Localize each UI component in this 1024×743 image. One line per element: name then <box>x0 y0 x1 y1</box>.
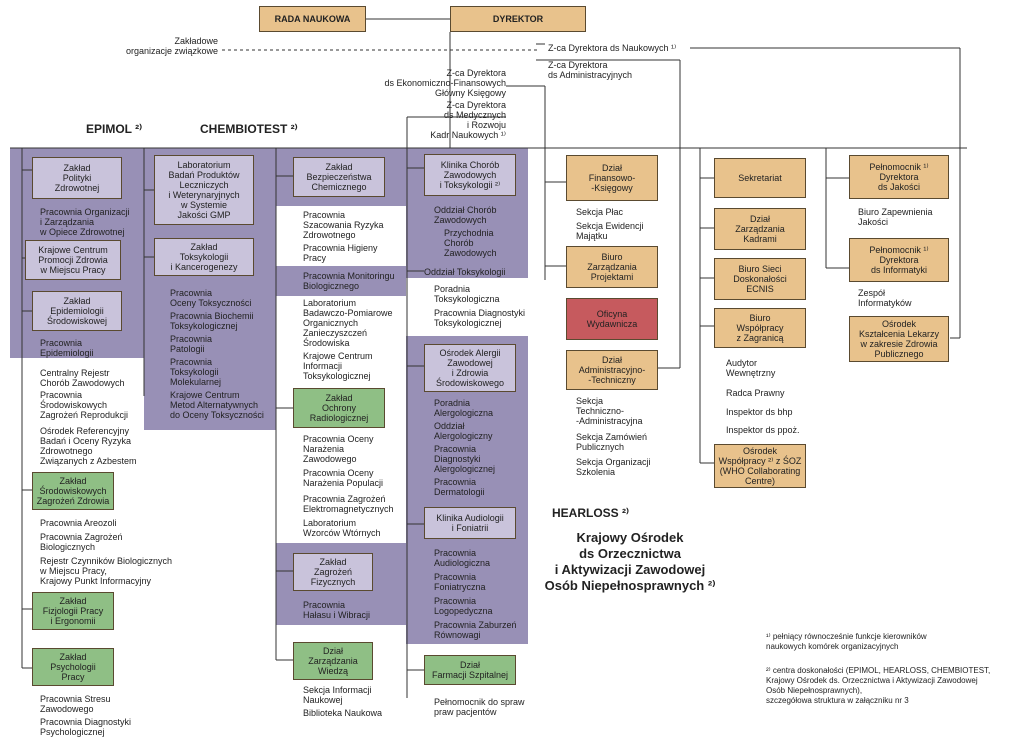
krajowe-centrum-promocji: Krajowe Centrum Promocji Zdrowia w Miejs… <box>25 240 121 280</box>
col4-t9: Pracownia Dermatologii <box>434 477 485 497</box>
col4-t14: Pełnomocnik do spraw praw pacjentów <box>434 697 525 717</box>
osrodek-wspolpracy-who: Ośrodek Współpracy ²⁾ z ŚOZ (WHO Collabo… <box>714 444 806 488</box>
chembiotest-header: CHEMBIOTEST ²⁾ <box>200 122 298 136</box>
zaklad-polityki: Zakład Polityki Zdrowotnej <box>32 157 122 199</box>
epimol-header: EPIMOL ²⁾ <box>86 122 143 136</box>
zaklad-toksykologii: Zakład Toksykologii i Kancerogenezy <box>154 238 254 276</box>
col7-t2: Zespół Informatyków <box>858 288 912 308</box>
dzial-administracyjno-techniczny: Dział Administracyjno- -Techniczny <box>566 350 658 390</box>
col3-t11: Sekcja Informacji Naukowej <box>303 685 372 705</box>
rada-naukowa-box: RADA NAUKOWA <box>259 6 366 32</box>
deputy-med: Z-ca Dyrektora ds Medycznych i Rozwoju K… <box>430 100 506 140</box>
oficyna-wydawnicza: Oficyna Wydawnicza <box>566 298 658 340</box>
col1-t6: Pracownia Areozoli <box>40 518 117 528</box>
col2-t2: Pracownia Biochemii Toksykologicznej <box>170 311 254 331</box>
col6-t3: Inspektor ds bhp <box>726 407 793 417</box>
col3-t12: Biblioteka Naukowa <box>303 708 383 718</box>
col4-t8: Pracownia Diagnostyki Alergologicznej <box>434 444 496 474</box>
col4-t12: Pracownia Logopedyczna <box>434 596 493 616</box>
klinika-chorob-zawodowych: Klinika Chorób Zawodowych i Toksykologii… <box>424 154 516 196</box>
col4-t2: Przychodnia Chorób Zawodowych <box>444 228 497 258</box>
col4-t4: Poradnia Toksykologiczna <box>434 284 500 304</box>
col1-t9: Pracownia Stresu Zawodowego <box>40 694 111 714</box>
biuro-sieci-ecnis: Biuro Sieci Doskonałości ECNIS <box>714 258 806 300</box>
zaklad-psychologii: Zakład Psychologii Pracy <box>32 648 114 686</box>
dzial-zarzadzania-kadrami: Dział Zarządzania Kadrami <box>714 208 806 250</box>
biuro-wspolpracy: Biuro Współpracy z Zagranicą <box>714 308 806 348</box>
col3-t3: Pracownia Monitoringu Biologicznego <box>303 271 395 291</box>
biuro-zarzadzania-projektami: Biuro Zarządzania Projektami <box>566 246 658 288</box>
col4-t6: Poradnia Alergologiczna <box>434 398 494 418</box>
dzial-zarzadzania-wiedza: Dział Zarządzania Wiedzą <box>293 642 373 680</box>
col4-t7: Oddział Alergologiczny <box>434 421 493 441</box>
sekretariat: Sekretariat <box>714 158 806 198</box>
col1-t5: Ośrodek Referencyjny Badań i Oceny Ryzyk… <box>40 426 137 466</box>
col2-t5: Krajowe Centrum Metod Alternatywnych do … <box>170 390 264 420</box>
col3-t9: Laboratorium Wzorców Wtórnych <box>303 518 381 538</box>
col1-t8: Rejestr Czynników Biologicznych w Miejsc… <box>40 556 173 586</box>
col4-t1: Oddział Chorób Zawodowych <box>434 205 497 225</box>
osrodek-ksztalcenia: Ośrodek Kształcenia Lekarzy w zakresie Z… <box>849 316 949 362</box>
col4-t11: Pracownia Foniatryczna <box>434 572 486 592</box>
pelnomocnik-jakosci: Pełnomocnik ¹⁾ Dyrektora ds Jakości <box>849 155 949 199</box>
deputy-admin: Z-ca Dyrektora ds Administracyjnych <box>548 60 633 80</box>
col1-t1: Pracownia Organizacji i Zarządzania w Op… <box>40 207 130 237</box>
col6-t2: Radca Prawny <box>726 388 785 398</box>
deputy-naukowych: Z-ca Dyrektora ds Naukowych ¹⁾ <box>548 43 677 53</box>
col6-t1: Audytor Wewnętrzny <box>726 358 776 378</box>
col3-t7: Pracownia Oceny Narażenia Populacji <box>303 468 384 488</box>
zaklad-bezpieczenstwa: Zakład Bezpieczeństwa Chemicznego <box>293 157 385 197</box>
dyrektor-box: DYREKTOR <box>450 6 586 32</box>
col1-t4: Pracownia Środowiskowych Zagrożeń Reprod… <box>40 390 129 420</box>
col4-t13: Pracownia Zaburzeń Równowagi <box>434 620 517 640</box>
footnote-2: ²⁾ centra doskonałości (EPIMOL, HEARLOSS… <box>766 666 991 705</box>
col3-t10: Pracownia Hałasu i Wibracji <box>303 600 371 620</box>
dzial-farmacji: Dział Farmacji Szpitalnej <box>424 655 516 685</box>
footnote-1: ¹⁾ pełniący równocześnie funkcje kierown… <box>766 632 927 651</box>
col2-t4: Pracownia Toksykologii Molekularnej <box>170 357 222 387</box>
unions-label: Zakładowe organizacje związkowe <box>125 36 218 56</box>
col1-t3: Centralny Rejestr Chorób Zawodowych <box>40 368 125 388</box>
col1-t10: Pracownia Diagnostyki Psychologicznej <box>40 717 132 737</box>
klinika-audiologii: Klinika Audiologii i Foniatrii <box>424 507 516 539</box>
col3-t5: Krajowe Centrum Informacji Toksykologicz… <box>303 351 373 381</box>
col6-t4: Inspektor ds ppoż. <box>726 425 800 435</box>
osrodek-alergii: Ośrodek Alergii Zawodowej i Zdrowia Środ… <box>424 344 516 392</box>
col3-t2: Pracownia Higieny Pracy <box>303 243 378 263</box>
col4-t10: Pracownia Audiologiczna <box>434 548 491 568</box>
col5-t4: Sekcja Zamówień Publicznych <box>576 432 648 452</box>
col5-t2: Sekcja Ewidencji Majątku <box>576 221 644 241</box>
laboratorium-gmp: Laboratorium Badań Produktów Leczniczych… <box>154 155 254 225</box>
hearloss-header: HEARLOSS ²⁾ <box>552 506 629 520</box>
col3-t4: Laboratorium Badawczo-Pomiarowe Organicz… <box>303 298 393 348</box>
col5-t1: Sekcja Płac <box>576 207 624 217</box>
col4-t5: Pracownia Diagnostyki Toksykologicznej <box>434 308 526 328</box>
chembiotest-band-mid <box>276 266 406 296</box>
col5-t5: Sekcja Organizacji Szkolenia <box>576 457 651 477</box>
col3-t1: Pracownia Szacowania Ryzyka Zdrowotnego <box>303 210 384 240</box>
col1-t2: Pracownia Epidemiologii <box>40 338 94 358</box>
zaklad-ochrony-radiologicznej: Zakład Ochrony Radiologicznej <box>293 388 385 428</box>
zaklad-epidemiologii: Zakład Epidemiologii Środowiskowej <box>32 291 122 331</box>
col5-t3: Sekcja Techniczno- -Administracyjna <box>576 396 643 426</box>
dzial-finansowo-ksiegowy: Dział Finansowo- -Księgowy <box>566 155 658 201</box>
col2-t1: Pracownia Oceny Toksyczności <box>170 288 252 308</box>
col4-t3: Oddział Toksykologii <box>424 267 506 277</box>
deputy-ekon: Z-ca Dyrektora ds Ekonomiczno-Finansowyc… <box>384 68 506 98</box>
col1-t7: Pracownia Zagrożeń Biologicznych <box>40 532 123 552</box>
zaklad-zagrozen-fizycznych: Zakład Zagrożeń Fizycznych <box>293 553 373 591</box>
zaklad-fizjologii: Zakład Fizjologii Pracy i Ergonomii <box>32 592 114 630</box>
col2-t3: Pracownia Patologii <box>170 334 213 354</box>
hearloss-text: Krajowy Ośrodek ds Orzecznictwa i Aktywi… <box>544 530 716 593</box>
col3-t8: Pracownia Zagrożeń Elektromagnetycznych <box>303 494 394 514</box>
col3-t6: Pracownia Oceny Narażenia Zawodowego <box>303 434 374 464</box>
pelnomocnik-informatyki: Pełnomocnik ¹⁾ Dyrektora ds Informatyki <box>849 238 949 282</box>
zaklad-srodowiskowych: Zakład Środowiskowych Zagrożeń Zdrowia <box>32 472 114 510</box>
col7-t1: Biuro Zapewnienia Jakości <box>858 207 933 227</box>
